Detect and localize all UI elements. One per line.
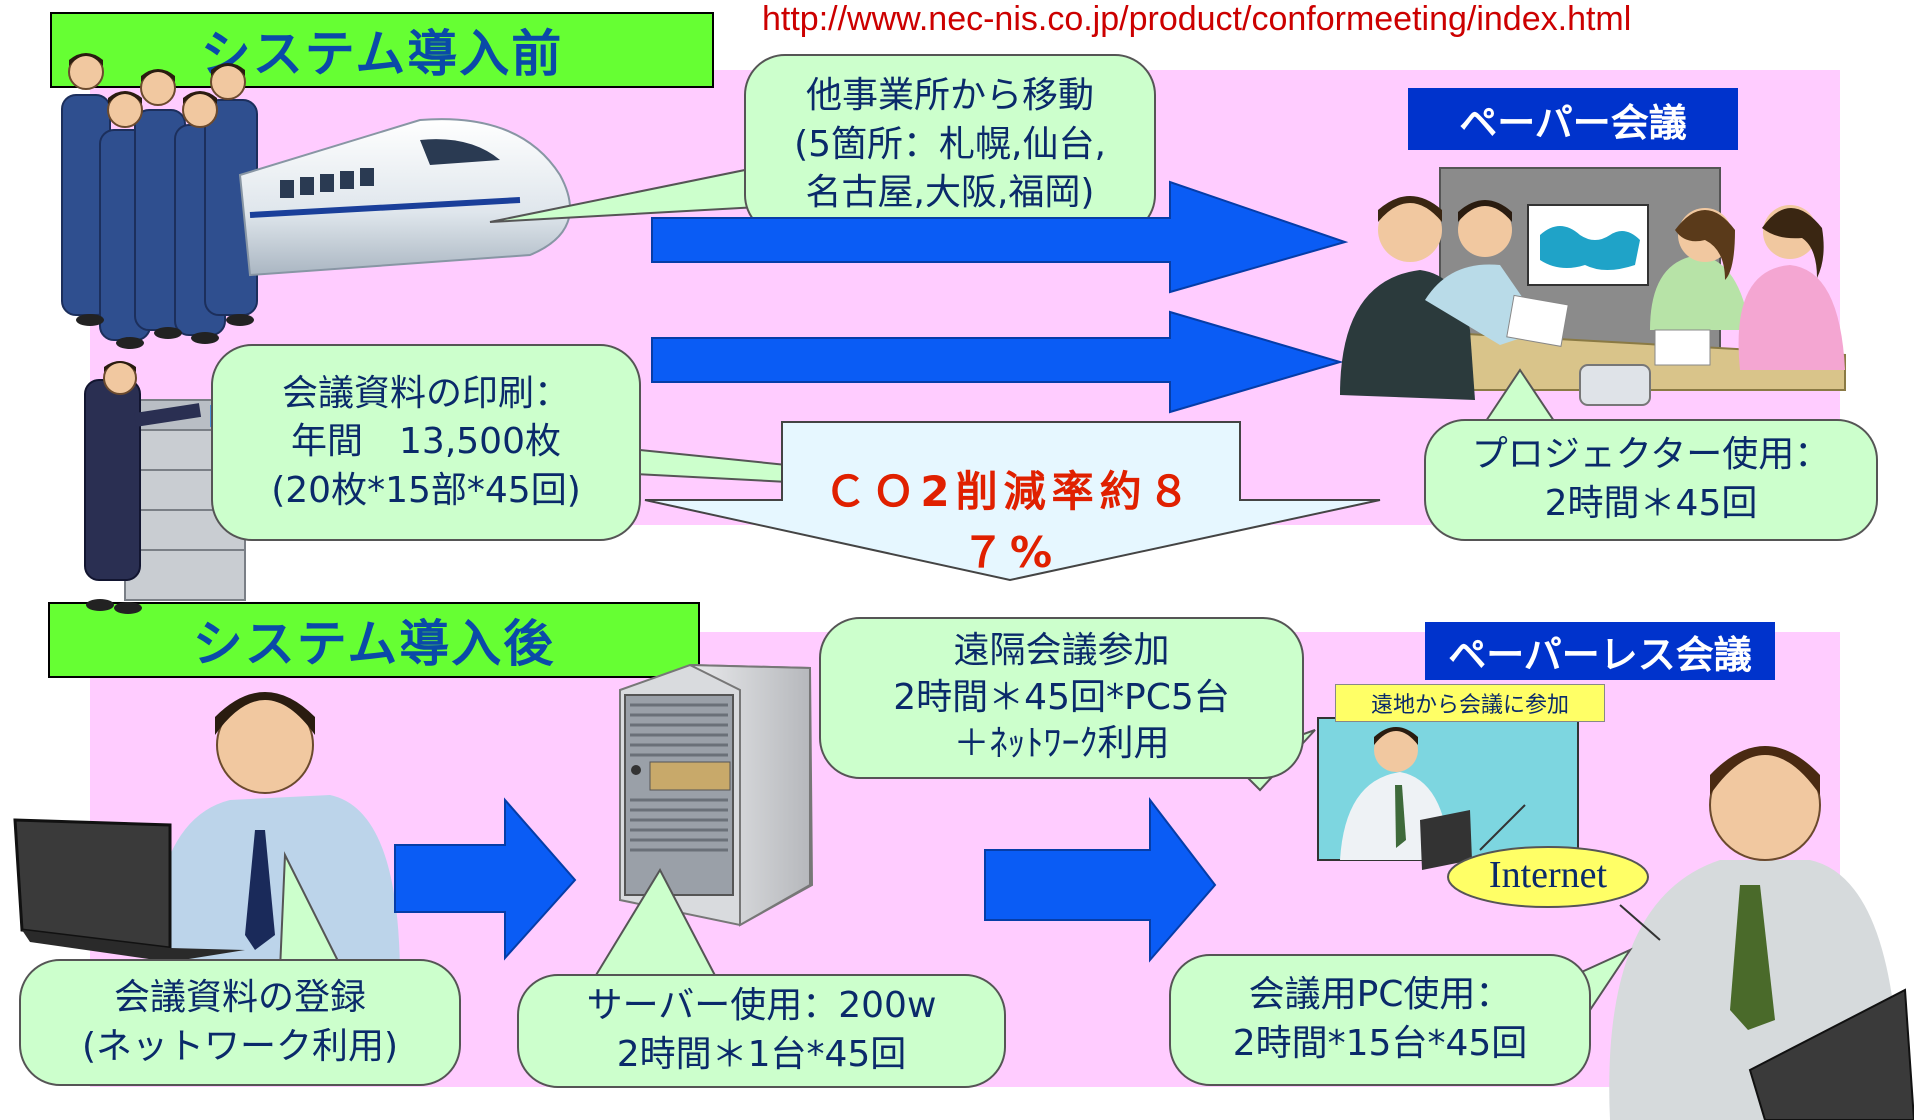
server-callout: サーバー使用：200w 2時間＊1台*45回	[518, 975, 1005, 1087]
source-url[interactable]: http://www.nec-nis.co.jp/product/conform…	[762, 0, 1632, 38]
printing-line-2: 年間 13,500枚	[291, 421, 561, 463]
server-callout-shape	[517, 867, 1006, 1088]
register-callout: 会議資料の登録 (ネットワーク利用)	[20, 960, 460, 1085]
travel-callout-shape	[489, 54, 1156, 236]
laptop-user-illustration	[13, 692, 400, 980]
server-tower-illustration	[619, 663, 814, 927]
remote-line-3: ＋ﾈｯﾄﾜｰｸ利用	[953, 723, 1170, 765]
paperless-meeting-label: ペーパーレス会議	[1425, 622, 1775, 680]
internet-links	[1479, 804, 1661, 941]
after-label: システム導入後	[48, 602, 700, 678]
server-to-meeting-arrow	[984, 797, 1217, 963]
meeting-participant-illustration	[1609, 746, 1914, 1120]
travel-line-1: 他事業所から移動	[805, 75, 1094, 117]
remote-participant-tag: 遠地から会議に参加	[1335, 684, 1605, 722]
internet-label: Internet	[1488, 854, 1608, 896]
paper-meeting-label: ペーパー会議	[1408, 88, 1738, 150]
server-line-2: 2時間＊1台*45回	[616, 1034, 907, 1075]
travel-arrow	[651, 180, 1349, 294]
bullet-train-illustration	[238, 118, 571, 277]
pc-line-1: 会議用PC使用：	[1248, 974, 1512, 1016]
register-callout-shape	[19, 851, 461, 1086]
remote-line-2: 2時間＊45回*PC5台	[893, 676, 1230, 718]
co2-reduction-label: ＣＯ2削減率約８７%	[824, 467, 1196, 577]
travel-line-3: 名古屋,大阪,福岡)	[805, 172, 1095, 214]
pc-line-2: 2時間*15台*45回	[1232, 1023, 1528, 1064]
travel-callout: 他事業所から移動 (5箇所：札幌,仙台, 名古屋,大阪,福岡)	[745, 55, 1155, 235]
projector-line-1: プロジェクター使用：	[1471, 434, 1831, 476]
paper-meeting-illustration	[1340, 167, 1846, 406]
businessmen-group-illustration	[61, 53, 258, 349]
register-line-2: (ネットワーク利用)	[81, 1025, 399, 1067]
register-to-server-arrow	[394, 797, 577, 961]
remote-line-1: 遠隔会議参加	[953, 629, 1170, 671]
projector-callout: プロジェクター使用： 2時間＊45回	[1425, 420, 1877, 540]
remote-callout-shape	[819, 617, 1316, 792]
printing-line-3: (20枚*15部*45回)	[271, 469, 581, 511]
server-line-1: サーバー使用：200w	[586, 985, 937, 1027]
pc-callout-shape	[1169, 947, 1633, 1086]
printing-line-1: 会議資料の印刷：	[281, 372, 570, 414]
remote-participant-box	[1317, 717, 1579, 870]
printing-callout: 会議資料の印刷： 年間 13,500枚 (20枚*15部*45回)	[212, 345, 640, 540]
pc-callout: 会議用PC使用： 2時間*15台*45回	[1170, 955, 1590, 1085]
co2-reduction-arrow	[644, 421, 1381, 582]
projector-callout-shape	[1424, 368, 1878, 541]
travel-line-2: (5箇所：札幌,仙台,	[794, 123, 1106, 165]
projector-line-2: 2時間＊45回	[1544, 483, 1758, 524]
internet-bubble	[1447, 846, 1649, 908]
printing-arrow	[651, 310, 1344, 414]
remote-callout: 遠隔会議参加 2時間＊45回*PC5台 ＋ﾈｯﾄﾜｰｸ利用	[820, 618, 1303, 778]
register-line-1: 会議資料の登録	[113, 976, 366, 1018]
